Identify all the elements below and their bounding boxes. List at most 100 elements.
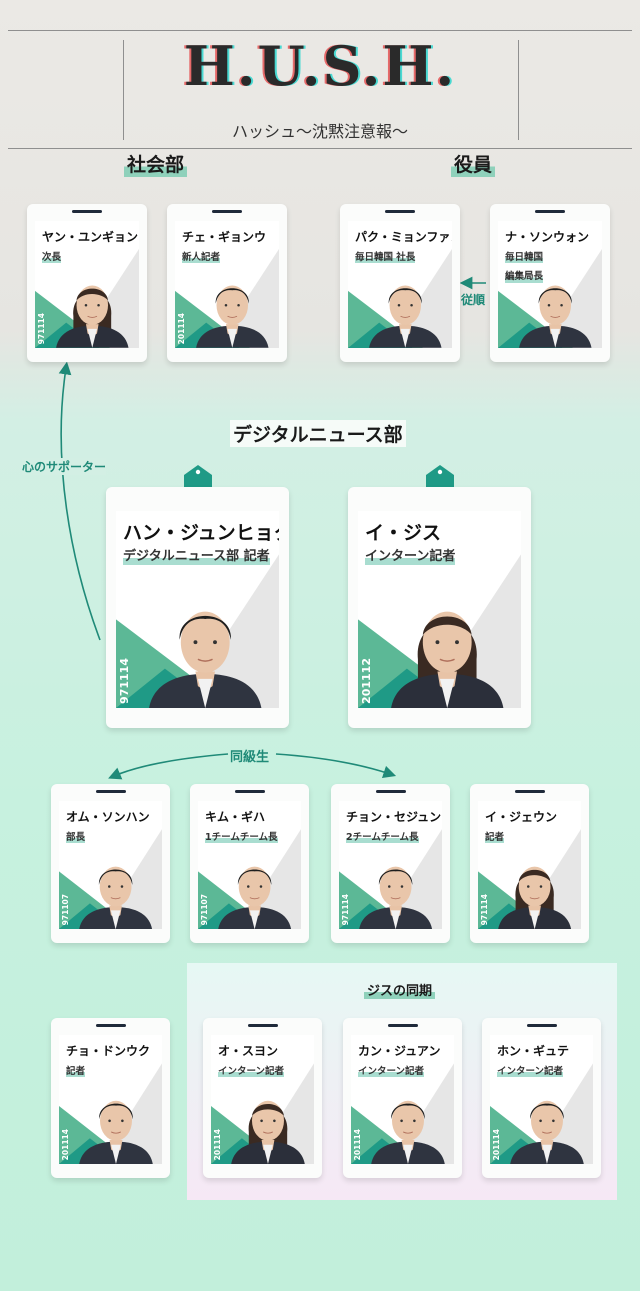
character-role: 記者 — [485, 825, 505, 844]
badge-slot — [72, 210, 102, 213]
character-role: インターン記者 — [358, 1059, 425, 1078]
relation-classmates: 同級生 — [230, 750, 270, 765]
classmates-arrow-right — [275, 753, 397, 779]
character-photo — [350, 850, 441, 929]
badge-slot — [95, 1024, 126, 1027]
character-role: 1チームチーム長 — [205, 825, 278, 844]
character-photo — [360, 269, 451, 348]
character-name: オム・ソンハン — [66, 810, 150, 824]
role-line: 毎日韓国 — [505, 252, 544, 264]
character-photo — [510, 269, 601, 348]
character-card[interactable]: ハン・ジュンヒョクデジタルニュース部 記者 971114 — [106, 487, 289, 728]
character-role: 次長 — [42, 245, 62, 264]
badge-slot — [514, 790, 545, 793]
character-photo — [501, 1084, 593, 1164]
character-photo — [209, 850, 300, 929]
character-role: 毎日韓国 社長 — [355, 245, 416, 264]
badge-panel: ナ・ソンウォン毎日韓国編集局長 — [498, 221, 602, 348]
character-role: 2チームチーム長 — [346, 825, 419, 844]
employee-id: 971107 — [200, 893, 209, 925]
role-line: 新人記者 — [182, 252, 221, 264]
character-role: インターン記者 — [365, 545, 456, 565]
role-line: インターン記者 — [358, 1066, 425, 1078]
employee-id: 971107 — [61, 893, 70, 925]
employee-id: 201114 — [61, 1128, 70, 1160]
badge-panel: パク・ミョンファン毎日韓国 社長 — [348, 221, 452, 348]
role-line: インターン記者 — [365, 549, 456, 565]
character-role: 新人記者 — [182, 245, 221, 264]
character-role: 記者 — [66, 1059, 86, 1078]
character-role: 毎日韓国編集局長 — [505, 245, 544, 283]
character-photo — [377, 586, 517, 708]
show-logo: H.U.S.H. — [183, 34, 457, 98]
badge-panel: チョン・セジュン 2チームチーム長 971114 — [339, 801, 442, 929]
character-photo — [222, 1084, 314, 1164]
character-card[interactable]: ヤン・ユンギョン次長 971114 — [27, 204, 147, 362]
role-line: デジタルニュース部 記者 — [123, 549, 270, 565]
badge-slot — [247, 1024, 278, 1027]
character-role: インターン記者 — [218, 1059, 285, 1078]
header-divider-right — [518, 40, 519, 140]
character-name: ナ・ソンウォン — [505, 230, 590, 244]
character-role: インターン記者 — [497, 1059, 564, 1078]
character-photo — [135, 586, 275, 708]
character-role: デジタルニュース部 記者 — [123, 545, 270, 565]
employee-id: 971114 — [341, 893, 350, 925]
header-divider-left — [123, 40, 124, 140]
character-photo — [47, 269, 138, 348]
character-photo — [187, 269, 278, 348]
section-executives: 役員 — [451, 150, 496, 177]
classmates-arrow-left — [108, 753, 229, 780]
character-role: 部長 — [66, 825, 86, 844]
character-photo — [489, 850, 580, 929]
role-line: 記者 — [66, 1066, 86, 1078]
role-line: インターン記者 — [218, 1066, 285, 1078]
badge-slot — [212, 210, 242, 213]
character-card[interactable]: パク・ミョンファン毎日韓国 社長 — [340, 204, 460, 362]
character-card[interactable]: ナ・ソンウォン毎日韓国編集局長 — [490, 204, 610, 362]
badge-slot — [234, 790, 265, 793]
role-line: 編集局長 — [505, 271, 544, 283]
character-name: ヤン・ユンギョン — [42, 230, 139, 244]
badge-slot — [385, 210, 415, 213]
character-card[interactable]: チョ・ドンウク記者 201114 — [51, 1018, 170, 1178]
character-name: パク・ミョンファン — [355, 230, 452, 244]
relation-supporter: 心のサポーター — [22, 458, 107, 475]
employee-id: 201114 — [492, 1128, 501, 1160]
badge-panel: ヤン・ユンギョン次長 971114 — [35, 221, 139, 348]
supporter-arrow — [58, 361, 101, 641]
badge-panel: チョ・ドンウク記者 201114 — [59, 1035, 162, 1164]
character-name: キム・ギハ — [205, 810, 266, 824]
role-line: 毎日韓国 社長 — [355, 252, 416, 264]
badge-slot — [526, 1024, 557, 1027]
character-name: チョ・ドンウク — [66, 1044, 151, 1058]
show-subtitle: ハッシュ〜沈黙注意報〜 — [231, 122, 408, 141]
role-line: 1チームチーム長 — [205, 832, 278, 844]
employee-id: 201112 — [360, 658, 373, 704]
badge-panel: オム・ソンハン部長 971107 — [59, 801, 162, 929]
character-card[interactable]: オム・ソンハン部長 971107 — [51, 784, 170, 943]
role-line: 次長 — [42, 252, 62, 264]
character-name: チョン・セジュン — [346, 810, 442, 824]
employee-id: 971114 — [118, 658, 131, 704]
role-line: 2チームチーム長 — [346, 832, 419, 844]
role-line: 部長 — [66, 832, 86, 844]
role-line: 記者 — [485, 832, 505, 844]
header-rule-top — [8, 30, 632, 31]
character-card[interactable]: チョン・セジュン 2チームチーム長 971114 — [331, 784, 450, 943]
employee-id: 971114 — [37, 312, 46, 344]
character-card[interactable]: キム・ギハ 1チームチーム長 971107 — [190, 784, 309, 943]
badge-panel: キム・ギハ 1チームチーム長 971107 — [198, 801, 301, 929]
badge-panel: ハン・ジュンヒョクデジタルニュース部 記者 971114 — [116, 511, 279, 708]
badge-slot — [95, 790, 126, 793]
character-name: ハン・ジュンヒョク — [123, 522, 279, 544]
